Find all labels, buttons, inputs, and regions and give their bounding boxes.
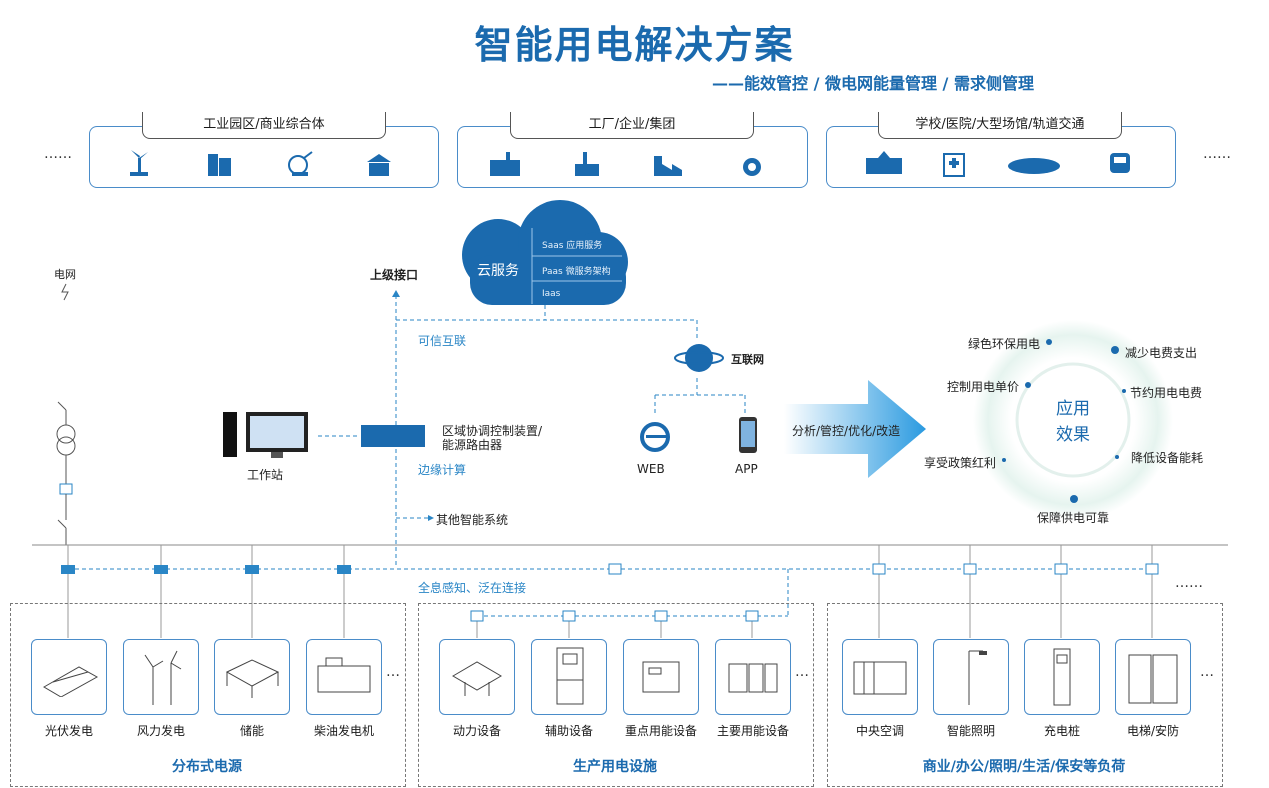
wind-turbine-icon <box>130 150 148 176</box>
effect-reduce-energy: 降低设备能耗 <box>1131 451 1204 465</box>
device-label-storage: 储能 <box>239 724 264 738</box>
analysis-arrow <box>784 380 926 478</box>
page-title: 智能用电解决方案 <box>474 23 795 67</box>
device-charger <box>1024 639 1100 715</box>
segment-label-park: 工业园区/商业综合体 <box>142 112 386 139</box>
device-main-energy <box>715 639 791 715</box>
stadium-icon <box>1008 158 1060 174</box>
edge-label: 边缘计算 <box>418 463 467 477</box>
device-label-elevator: 电梯/安防 <box>1126 724 1180 738</box>
satellite-icon <box>288 151 313 176</box>
sensing-label: 全息感知、泛在连接 <box>418 581 527 595</box>
cloud-layer-iaas: Iaas <box>542 289 561 299</box>
trusted-link-label: 可信互联 <box>418 334 467 348</box>
device-label-power: 动力设备 <box>452 724 501 738</box>
device-label-aux: 辅助设备 <box>544 724 593 738</box>
other-systems-label: 其他智能系统 <box>436 513 509 527</box>
factory-icon <box>490 152 520 176</box>
device-label-main: 主要用能设备 <box>716 724 789 738</box>
device-wind <box>123 639 199 715</box>
ellipsis-g3: … <box>1200 664 1214 680</box>
app-phone-icon <box>739 417 757 453</box>
device-ac <box>842 639 918 715</box>
effect-green: 绿色环保用电 <box>968 337 1041 351</box>
gear-factory-icon <box>743 158 761 176</box>
effects-center: 应用 效果 <box>1056 399 1090 445</box>
app-label: APP <box>735 462 758 476</box>
web-browser-icon <box>640 422 670 452</box>
web-label: WEB <box>637 462 665 476</box>
group-distributed <box>10 603 406 787</box>
workstation-label: 工作站 <box>247 468 284 482</box>
segment-label-school: 学校/医院/大型场馆/轨道交通 <box>878 112 1122 139</box>
device-aux <box>531 639 607 715</box>
lightning-icon <box>61 283 69 301</box>
transformer-icon <box>56 401 76 545</box>
office-building-icon <box>208 154 231 176</box>
device-pv <box>31 639 107 715</box>
cloud-shape <box>462 200 628 305</box>
group-production <box>418 603 814 787</box>
cloud-title: 云服务 <box>477 263 519 279</box>
device-label-pv: 光伏发电 <box>44 724 93 738</box>
effect-save-fee: 节约用电电费 <box>1130 386 1203 400</box>
group-title-production: 生产用电设施 <box>573 759 657 775</box>
segment-label-factory: 工厂/企业/集团 <box>510 112 754 139</box>
cloud-layer-paas: Paas 微服务架构 <box>542 267 611 277</box>
arrow-label: 分析/管控/优化/改造 <box>792 424 901 438</box>
group-title-commercial: 商业/办公/照明/生活/保安等负荷 <box>922 759 1126 775</box>
cloud-layer-saas: Saas 应用服务 <box>542 241 603 251</box>
group-commercial <box>827 603 1223 787</box>
device-key-energy <box>623 639 699 715</box>
device-label-ac: 中央空调 <box>855 724 904 738</box>
device-elevator <box>1115 639 1191 715</box>
ellipsis-left: …… <box>44 146 72 162</box>
pagoda-building-icon <box>367 154 391 176</box>
school-icon <box>866 151 902 174</box>
router-label: 区域协调控制装置/ 能源路由器 <box>442 424 543 452</box>
device-label-wind: 风力发电 <box>136 724 185 738</box>
upper-interface-label: 上级接口 <box>370 268 419 282</box>
group-title-distributed: 分布式电源 <box>172 759 242 775</box>
refinery-icon <box>575 152 599 176</box>
effect-policy: 享受政策红利 <box>924 456 997 470</box>
effect-reliable: 保障供电可靠 <box>1037 511 1110 525</box>
device-power <box>439 639 515 715</box>
ellipsis-g2: … <box>795 664 809 680</box>
device-label-diesel: 柴油发电机 <box>313 724 374 738</box>
device-label-key: 重点用能设备 <box>624 724 697 738</box>
device-lighting <box>933 639 1009 715</box>
effect-control-price: 控制用电单价 <box>947 380 1020 394</box>
page-subtitle: ——能效管控 / 微电网能量管理 / 需求侧管理 <box>712 74 1034 93</box>
device-label-lighting: 智能照明 <box>946 724 995 738</box>
internet-globe-icon <box>674 344 724 372</box>
ellipsis-right: …… <box>1203 146 1231 162</box>
device-diesel <box>306 639 382 715</box>
workstation-icon <box>223 412 308 458</box>
internet-label: 互联网 <box>731 353 764 366</box>
hospital-icon <box>943 153 965 177</box>
ellipsis-g1: … <box>386 664 400 680</box>
plant-icon <box>654 156 682 176</box>
router-device-icon <box>361 425 425 447</box>
effect-reduce-cost: 减少电费支出 <box>1125 346 1198 360</box>
device-storage <box>214 639 290 715</box>
train-icon <box>1110 153 1130 173</box>
ellipsis-bus: …… <box>1175 575 1203 591</box>
grid-label: 电网 <box>54 268 76 281</box>
device-label-charger: 充电桩 <box>1043 724 1080 738</box>
